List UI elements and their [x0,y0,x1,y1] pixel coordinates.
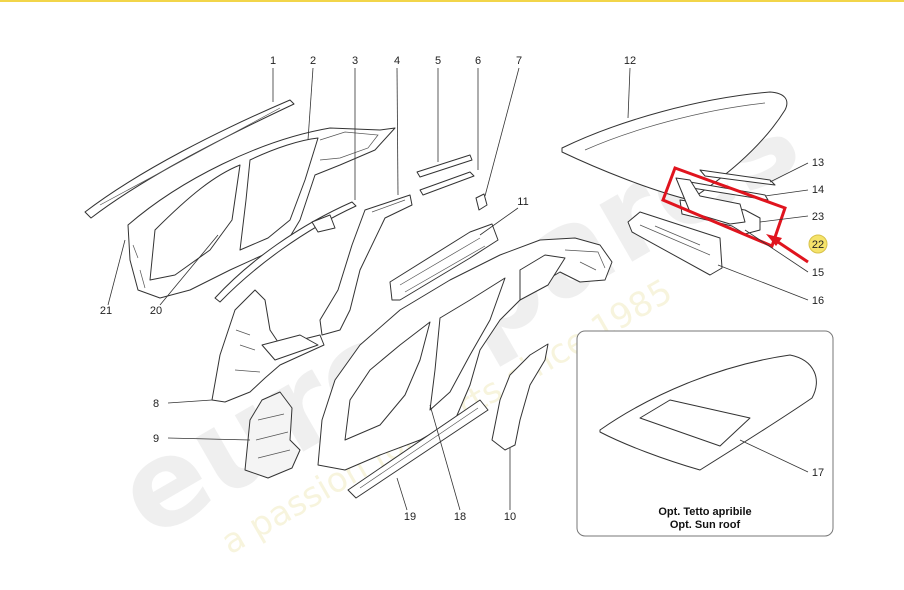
part-7-bracket[interactable] [475,193,488,211]
label-17: 17 [812,467,824,479]
part-9-lower-panel[interactable] [244,391,301,479]
part-4-pillar-inner[interactable] [319,194,413,336]
label-5: 5 [435,55,441,67]
label-23: 23 [812,211,824,223]
part-6-strip[interactable] [419,171,475,196]
label-7: 7 [516,55,522,67]
part-16-rear-header[interactable] [627,211,723,276]
label-21: 21 [100,305,112,317]
label-2: 2 [310,55,316,67]
part-10-cpillar[interactable] [491,343,549,451]
part-19-sill-outer[interactable] [347,399,489,499]
label-22-badge [808,234,828,254]
label-20: 20 [150,305,162,317]
label-12: 12 [624,55,636,67]
label-10: 10 [504,511,516,523]
part-8-bpillar-inner[interactable] [211,289,325,403]
label-4: 4 [394,55,400,67]
highlight-frame [661,166,787,249]
part-17-sunroof-roof[interactable] [599,354,817,471]
label-15: 15 [812,267,824,279]
part-1-roof-rail[interactable] [84,99,295,219]
part-12-roof-panel[interactable] [561,91,788,201]
part-18-side-inner-frame[interactable] [317,237,613,471]
highlight-box [661,166,809,264]
label-3: 3 [352,55,358,67]
label-19: 19 [404,511,416,523]
inset-caption-it: Opt. Tetto apribile [658,506,751,518]
part-11-sill[interactable] [389,223,499,301]
label-13: 13 [812,157,824,169]
callout-labels: 1 2 3 4 5 6 7 8 9 10 11 12 13 14 15 16 1… [100,55,828,523]
label-9: 9 [153,433,159,445]
label-8: 8 [153,398,159,410]
label-18: 18 [454,511,466,523]
part-5-strip[interactable] [416,154,473,178]
label-22: 22 [812,239,824,251]
inset-caption-en: Opt. Sun roof [670,519,741,531]
label-16: 16 [812,295,824,307]
highlight-arrow-head [766,234,782,246]
part-13-roof-bow[interactable] [699,169,776,186]
label-14: 14 [812,184,824,196]
part-3-inner-rail[interactable] [214,201,357,303]
leader-lines [107,67,809,511]
top-border [0,0,904,2]
label-11: 11 [517,196,528,208]
inset-sunroof-panel: Opt. Tetto apribile Opt. Sun roof [576,330,834,537]
part-2-bodyside-outer[interactable] [127,127,396,299]
label-6: 6 [475,55,481,67]
label-1: 1 [270,55,276,67]
